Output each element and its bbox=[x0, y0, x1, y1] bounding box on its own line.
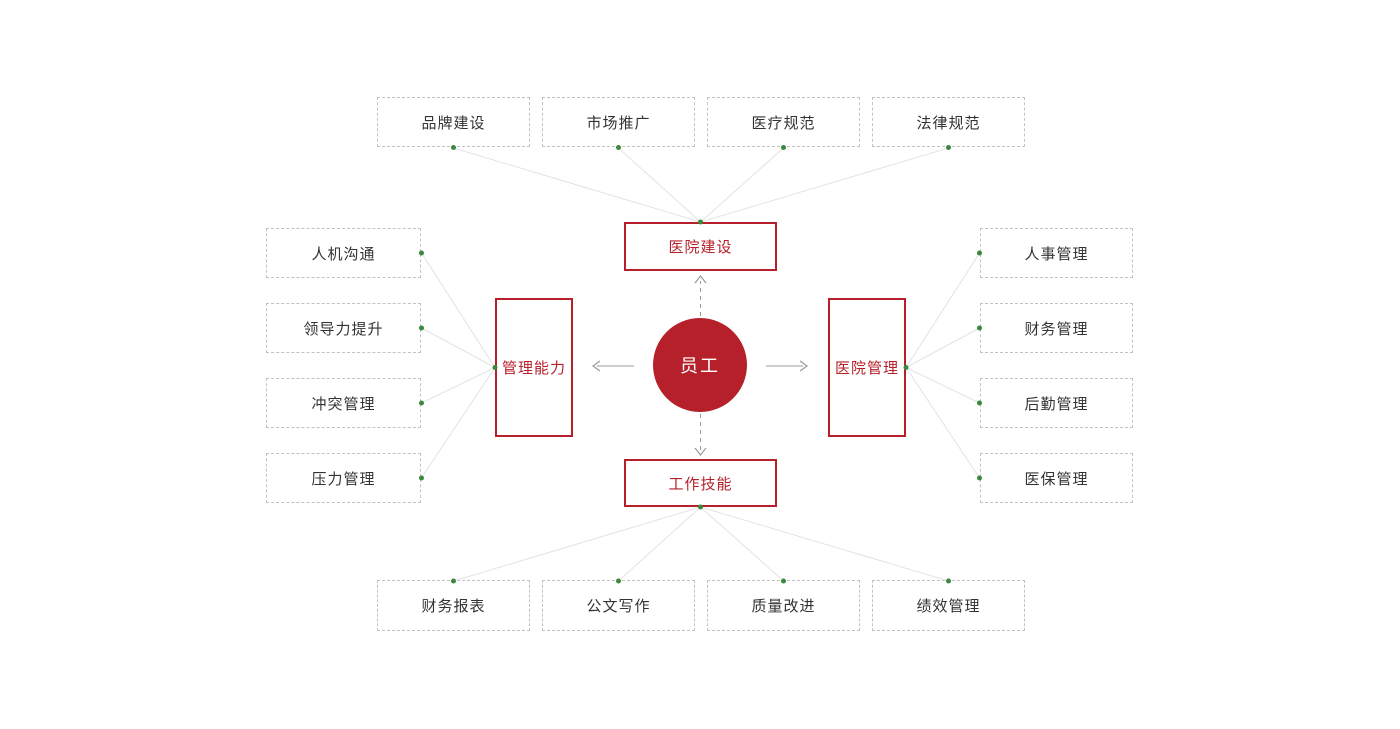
node-management-ability: 管理能力 bbox=[495, 298, 573, 437]
item-medical-insurance-management: 医保管理 bbox=[980, 453, 1133, 503]
item-performance-management: 绩效管理 bbox=[872, 580, 1025, 631]
item-brand-building: 品牌建设 bbox=[377, 97, 530, 147]
item-conflict-management: 冲突管理 bbox=[266, 378, 421, 428]
center-node-label: 员工 bbox=[680, 356, 720, 376]
item-legal-standards: 法律规范 bbox=[872, 97, 1025, 147]
item-stress-management: 压力管理 bbox=[266, 453, 421, 503]
item-official-writing: 公文写作 bbox=[542, 580, 695, 631]
item-logistics-management: 后勤管理 bbox=[980, 378, 1133, 428]
item-leadership-improvement: 领导力提升 bbox=[266, 303, 421, 353]
arrow-left bbox=[591, 360, 634, 372]
node-work-skills: 工作技能 bbox=[624, 459, 777, 507]
left-branch-connectors bbox=[421, 252, 496, 479]
arrow-up bbox=[694, 275, 707, 316]
item-quality-improvement: 质量改进 bbox=[707, 580, 860, 631]
item-medical-standards: 医疗规范 bbox=[707, 97, 860, 147]
bottom-branch-connectors bbox=[453, 506, 949, 582]
item-financial-reports: 财务报表 bbox=[377, 580, 530, 631]
item-marketing-promotion: 市场推广 bbox=[542, 97, 695, 147]
node-hospital-management: 医院管理 bbox=[828, 298, 906, 437]
top-branch-connectors bbox=[453, 147, 949, 223]
item-hr-management: 人事管理 bbox=[980, 228, 1133, 278]
item-interpersonal-communication: 人机沟通 bbox=[266, 228, 421, 278]
node-hospital-construction: 医院建设 bbox=[624, 222, 777, 271]
arrow-down bbox=[694, 414, 707, 456]
right-branch-connectors bbox=[905, 252, 980, 479]
arrow-right bbox=[766, 360, 809, 372]
item-finance-management: 财务管理 bbox=[980, 303, 1133, 353]
center-node-employee: 员工 bbox=[653, 318, 747, 412]
